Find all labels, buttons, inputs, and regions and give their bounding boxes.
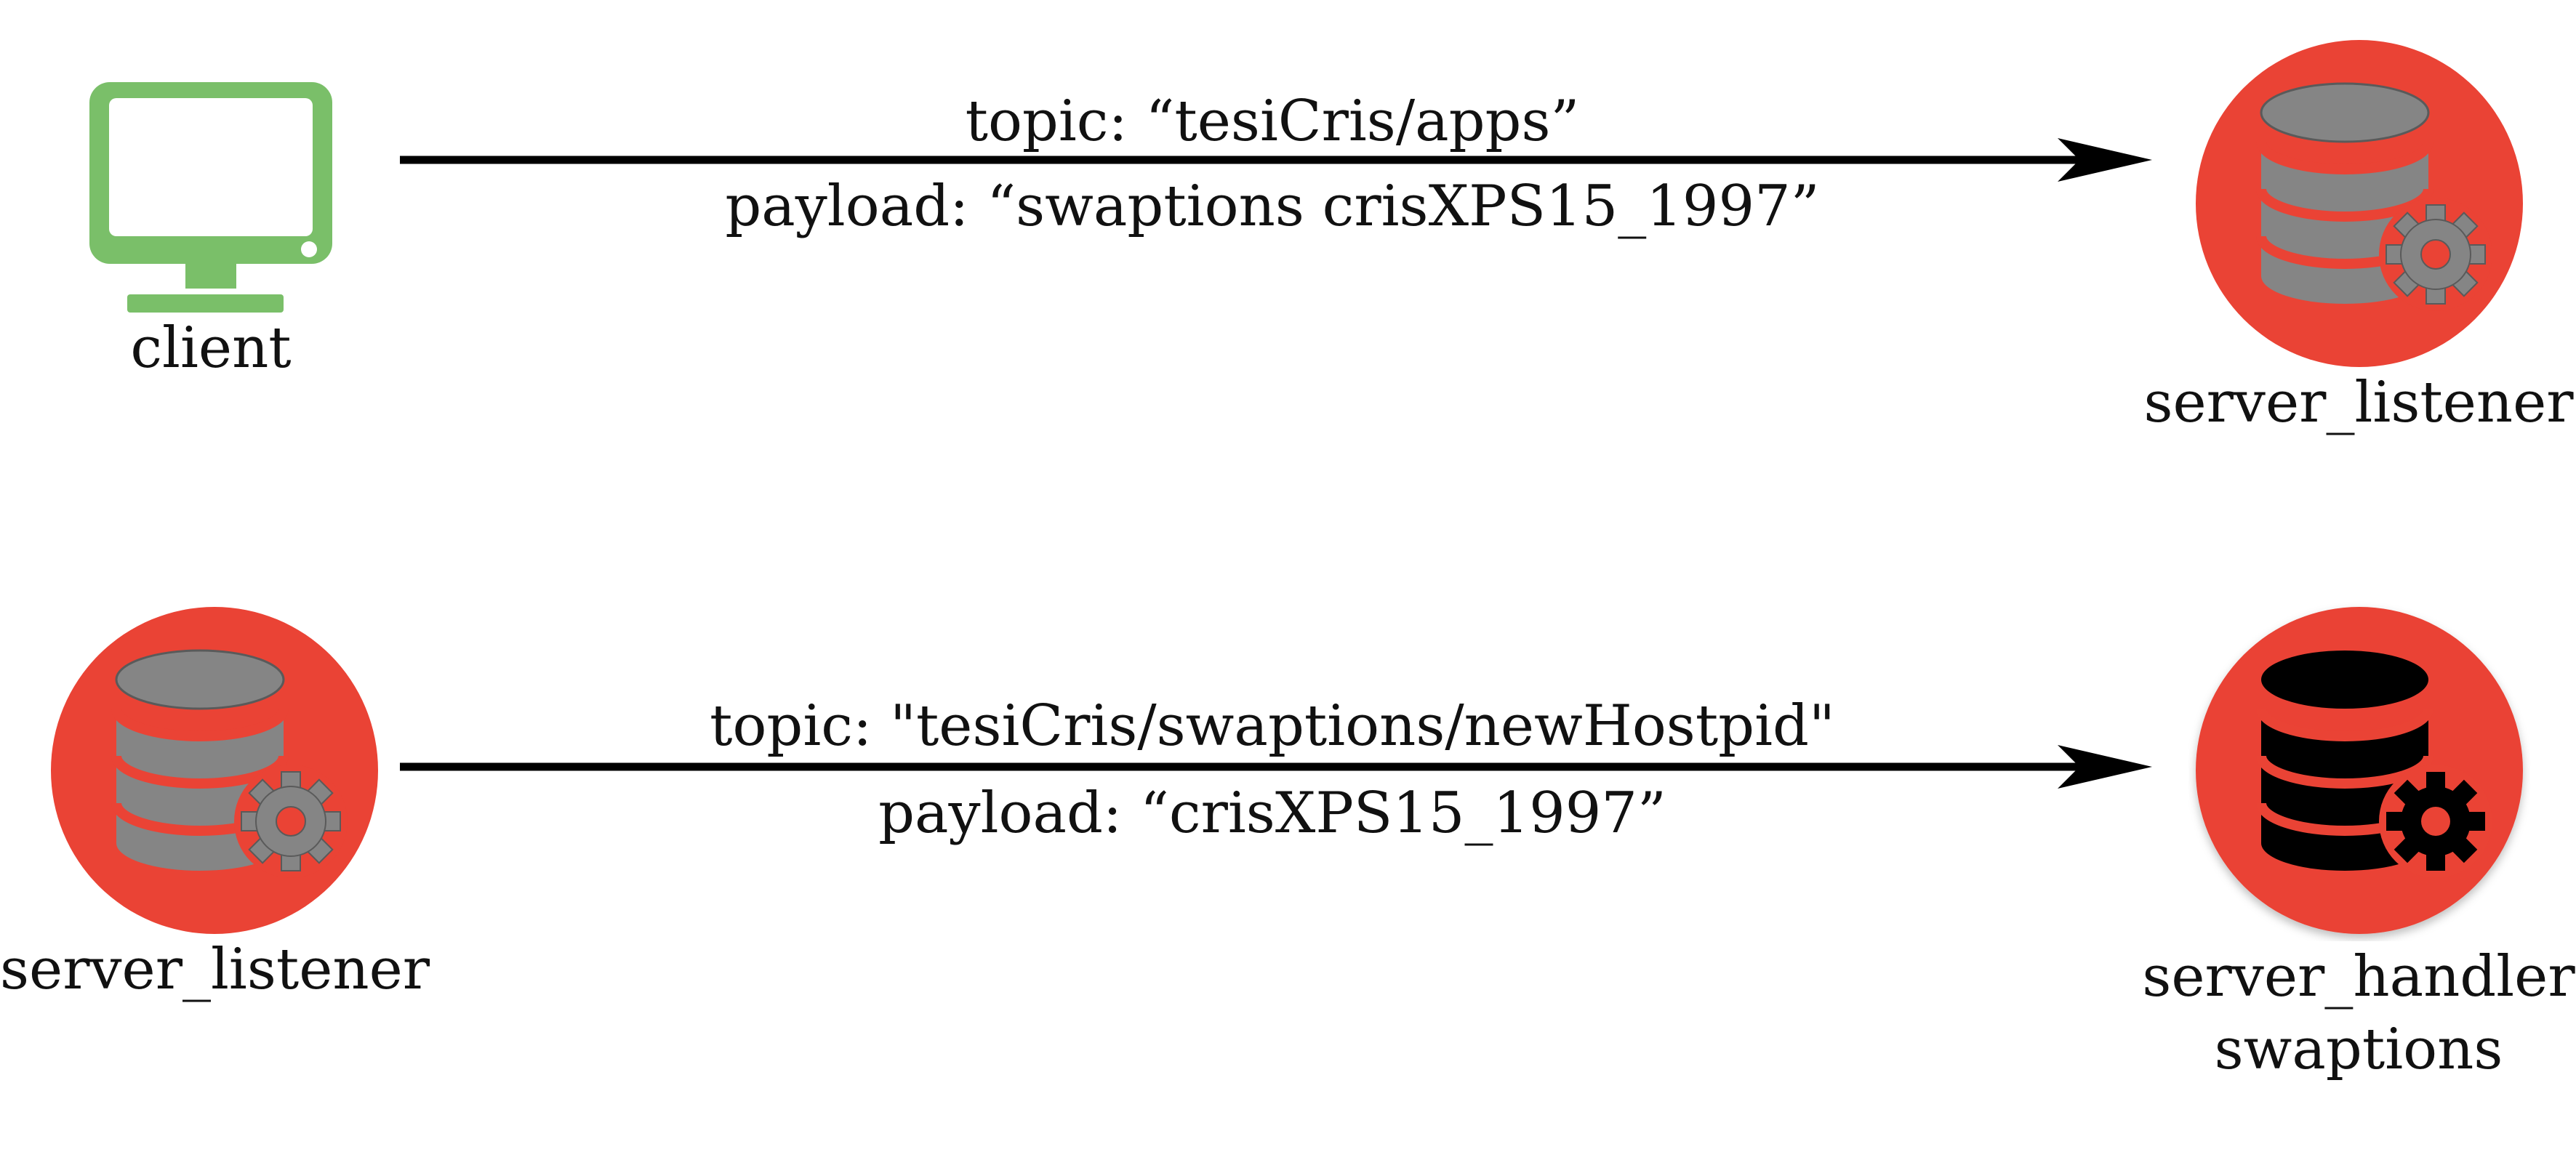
server-listener-label: server_listener [2143, 370, 2574, 435]
database-gear-icon [2196, 40, 2523, 367]
database-gear-icon [2196, 607, 2523, 934]
message-arrow [400, 138, 2152, 182]
server-handler-label: server_handler [2142, 944, 2575, 1010]
database-gear-icon [51, 607, 378, 934]
server-handler-sublabel: swaptions [2214, 1017, 2503, 1082]
message-payload: payload: “swaptions crisXPS15_1997” [725, 174, 1820, 239]
message-topic: topic: “tesiCris/apps” [965, 89, 1580, 154]
message-arrow [400, 745, 2152, 789]
client-label: client [130, 315, 292, 381]
message-topic: topic: "tesiCris/swaptions/newHostpid" [710, 693, 1835, 759]
message-payload: payload: “crisXPS15_1997” [878, 781, 1666, 846]
monitor-icon [89, 82, 332, 313]
server-listener-label: server_listener [0, 937, 430, 1002]
